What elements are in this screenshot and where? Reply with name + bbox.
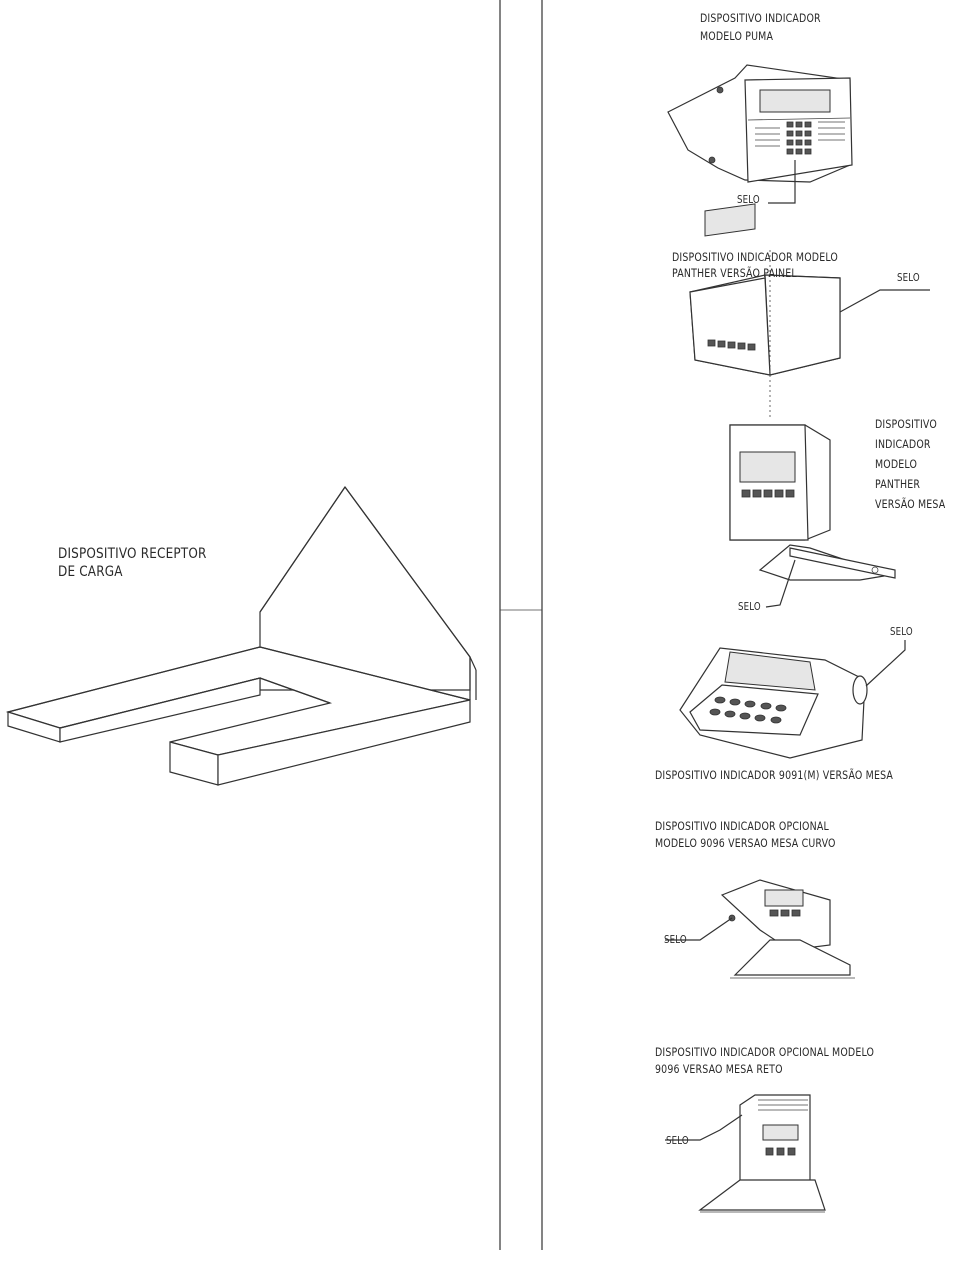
panther-panel-seal-label: SELO (897, 272, 920, 284)
puma-indicator-drawing (667, 64, 853, 204)
model-9091-indicator-drawing (679, 640, 906, 759)
panther-desk-indicator-drawing (729, 424, 896, 608)
panther-desk-title-line3: MODELO (875, 457, 918, 471)
model-9096-straight-indicator-drawing (665, 1094, 826, 1213)
puma-title-line1: DISPOSITIVO INDICADOR (700, 11, 821, 25)
panther-desk-seal-label: SELO (738, 601, 761, 613)
model-9096-curved-indicator-drawing (665, 879, 855, 979)
panther-desk-title-line5: VERSÃO MESA (875, 497, 946, 511)
model-9096-curved-seal-label: SELO (664, 934, 687, 946)
model-9096-curved-title-line2: MODELO 9096 VERSAO MESA CURVO (655, 836, 836, 850)
model-9096-straight-seal-label: SELO (666, 1135, 689, 1147)
model-9091-title: DISPOSITIVO INDICADOR 9091(M) VERSÃO MES… (655, 768, 894, 782)
panther-desk-title-line2: INDICADOR (875, 437, 931, 451)
panther-desk-title-line4: PANTHER (875, 477, 921, 491)
model-9096-straight-title-line2: 9096 VERSAO MESA RETO (655, 1062, 783, 1076)
center-divider (499, 0, 543, 1250)
model-9091-seal-label: SELO (890, 626, 913, 638)
panther-panel-title-line2: PANTHER VERSÃO PAINEL (672, 266, 797, 280)
puma-seal-label: SELO (737, 194, 760, 206)
panther-desk-title-line1: DISPOSITIVO (875, 417, 937, 431)
panther-panel-indicator-drawing (689, 203, 930, 420)
panther-panel-title-line1: DISPOSITIVO INDICADOR MODELO (672, 250, 839, 264)
model-9096-straight-title-line1: DISPOSITIVO INDICADOR OPCIONAL MODELO (655, 1045, 875, 1059)
receiver-label-line2: DE CARGA (58, 564, 123, 580)
puma-title-line2: MODELO PUMA (700, 29, 774, 43)
model-9096-curved-title-line1: DISPOSITIVO INDICADOR OPCIONAL (655, 819, 829, 833)
load-receiver-drawing (5, 485, 477, 786)
receiver-label-line1: DISPOSITIVO RECEPTOR (58, 546, 207, 562)
